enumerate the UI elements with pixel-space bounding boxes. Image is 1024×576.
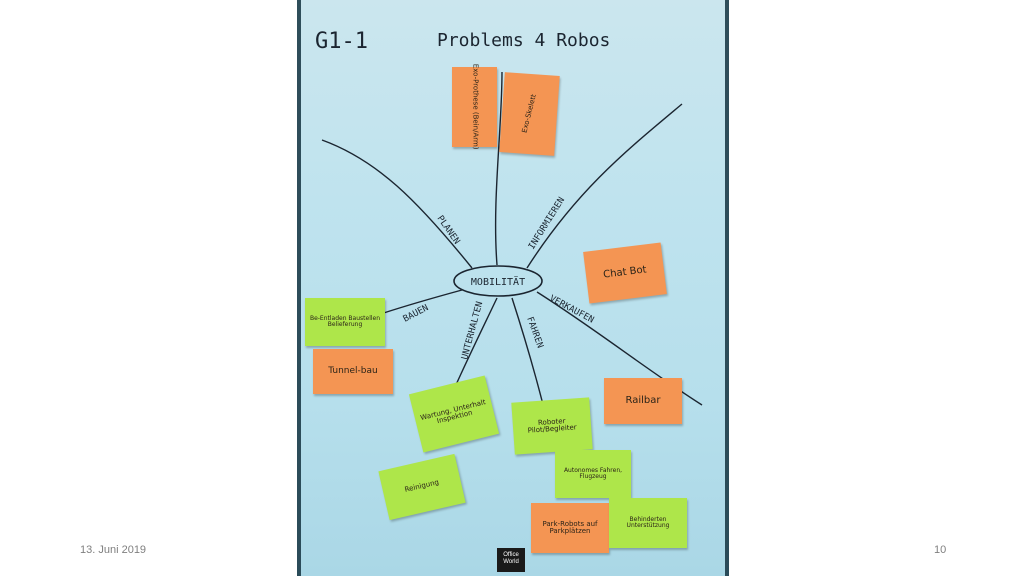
sticky-railbar: Railbar xyxy=(604,378,682,424)
flipchart-frame-right xyxy=(725,0,729,576)
sticky-exo-prothese: Exo-Prothese (Bein/Arm) xyxy=(452,64,497,150)
sticky-chat-bot-text: Chat Bot xyxy=(602,264,648,281)
flipchart-frame-left xyxy=(297,0,301,576)
sticky-railbar-text: Railbar xyxy=(625,394,661,406)
center-ellipse xyxy=(453,265,543,297)
branch-label-planen: PLANEN xyxy=(435,214,462,246)
sticky-roboter-pilot: Roboter Pilot/Begleiter xyxy=(511,397,593,455)
sticky-park-robots-text: Park-Robots auf Parkplätzen xyxy=(542,519,598,535)
center-label: MOBILITÄT xyxy=(471,275,525,288)
sticky-wartung-text: Wartung, Unterhalt Inspektion xyxy=(419,397,487,426)
heading-group: G1-1 xyxy=(315,29,368,54)
sticky-exo-skelett-text: Exo-Skelett xyxy=(520,93,538,135)
sticky-behinderten-text: Behinderten Unterstützung xyxy=(626,515,670,529)
sticky-tunnelbau: Tunnel-bau xyxy=(313,349,393,394)
sticky-behinderten: Behinderten Unterstützung xyxy=(609,498,687,548)
slide-number: 10 xyxy=(934,544,947,556)
branch-label-informieren: INFORMIEREN xyxy=(527,196,567,252)
sticky-park-robots: Park-Robots auf Parkplätzen xyxy=(531,503,609,553)
sticky-exo-skelett: Exo-Skelett xyxy=(499,72,560,156)
sticky-tunnelbau-text: Tunnel-bau xyxy=(328,365,378,376)
sticky-reinigung-text: Reinigung xyxy=(403,478,440,495)
heading-title: Problems 4 Robos xyxy=(437,30,610,51)
branch-label-fahren: FAHREN xyxy=(524,316,545,350)
slide-date: 13. Juni 2019 xyxy=(80,544,147,556)
sticky-be-entladen-text: Be-Entladen Baustellen Belieferung xyxy=(309,314,381,328)
sticky-exo-prothese-text: Exo-Prothese (Bein/Arm) xyxy=(471,64,480,150)
branch-line-top xyxy=(494,71,503,266)
sticky-chat-bot: Chat Bot xyxy=(583,242,667,304)
sticky-autonomes-fahren-text: Autonomes Fahren, Flugzeug xyxy=(563,466,623,480)
branch-line-planen xyxy=(321,139,473,269)
branch-line-verkaufen xyxy=(536,291,703,406)
office-world-logo: Office World xyxy=(497,548,525,572)
branch-line-informieren xyxy=(526,103,683,269)
office-world-logo-text: Office World xyxy=(503,552,519,565)
sticky-be-entladen: Be-Entladen Baustellen Belieferung xyxy=(305,298,385,346)
flipchart-photo: G1-1 Problems 4 Robos MOBILITÄT PLANEN I… xyxy=(297,0,729,576)
sticky-autonomes-fahren: Autonomes Fahren, Flugzeug xyxy=(555,450,631,498)
sticky-roboter-pilot-text: Roboter Pilot/Begleiter xyxy=(527,416,577,435)
